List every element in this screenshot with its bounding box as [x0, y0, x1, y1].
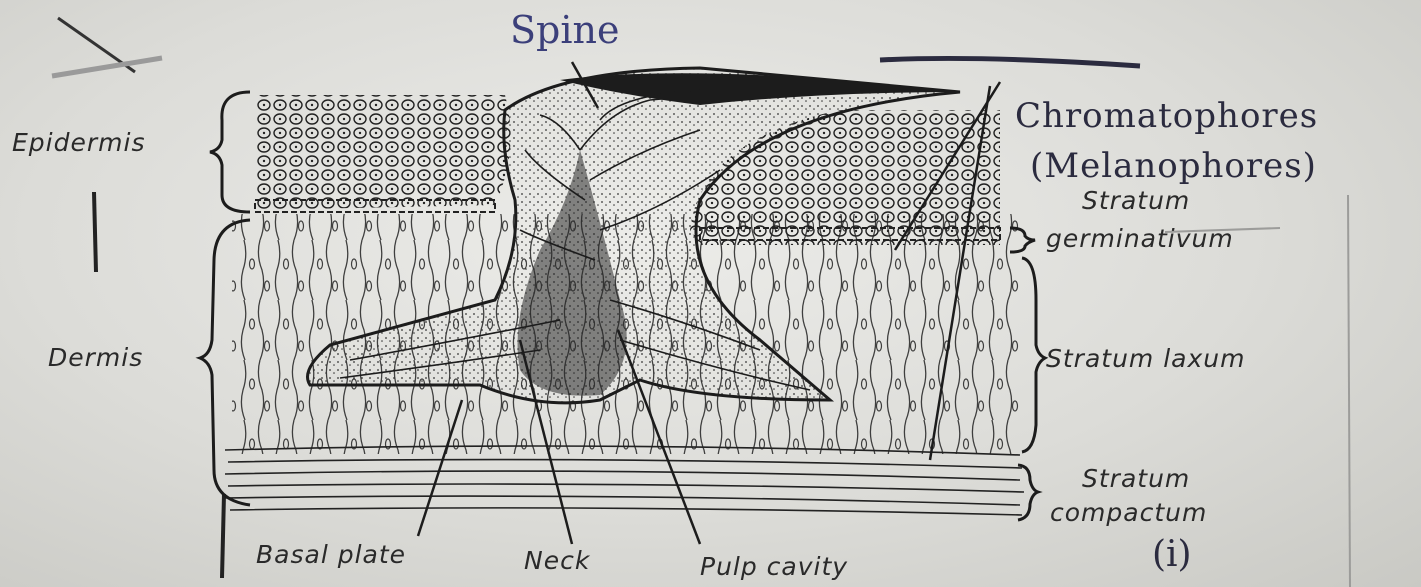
label-melanophores: (Melanophores) [1030, 146, 1317, 186]
margin-lines [1165, 195, 1350, 587]
stratum-compactum-layer [225, 446, 1024, 515]
label-dermis: Dermis [48, 343, 143, 372]
epidermis-cells-left [255, 95, 511, 210]
label-chromatophores: Chromatophores [1015, 96, 1318, 136]
scribbled-text [880, 58, 1140, 66]
label-pulp-cavity: Pulp cavity [700, 552, 848, 581]
label-epidermis: Epidermis [12, 128, 145, 157]
label-figure-number: (i) [1152, 534, 1192, 575]
pencil-marks [52, 18, 224, 578]
label-stratum-compactum-line1: Stratum [1082, 464, 1190, 493]
label-stratum-laxum: Stratum laxum [1046, 344, 1245, 373]
label-spine: Spine [510, 8, 619, 52]
label-stratum-germinativum-line2: germinativum [1046, 224, 1234, 253]
label-stratum-germinativum-line1: Stratum [1082, 186, 1190, 215]
label-basal-plate: Basal plate [256, 540, 406, 569]
label-stratum-compactum-line2: compactum [1050, 498, 1207, 527]
label-neck: Neck [524, 546, 590, 575]
